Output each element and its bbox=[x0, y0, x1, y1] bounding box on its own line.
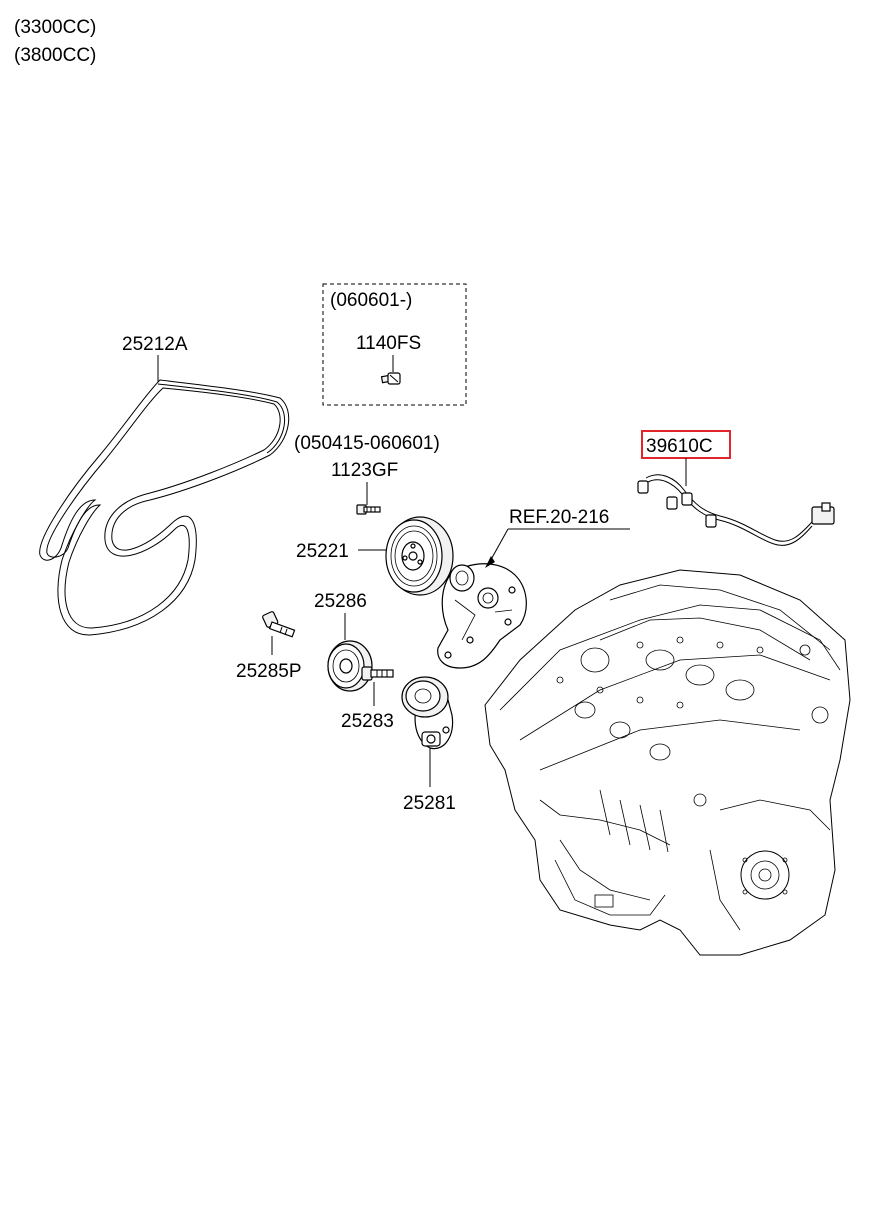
label-050415-060601: (050415-060601) bbox=[294, 433, 440, 454]
label-1123GF: 1123GF bbox=[331, 460, 398, 481]
label-060601: (060601-) bbox=[330, 290, 412, 311]
label-25286: 25286 bbox=[314, 591, 367, 612]
engine-variant-3300cc: (3300CC) bbox=[14, 17, 96, 38]
ref-arrow-icon bbox=[485, 556, 495, 568]
label-25221: 25221 bbox=[296, 541, 349, 562]
serpentine-belt[interactable] bbox=[39, 379, 290, 636]
engine-variant-3800cc: (3800CC) bbox=[14, 45, 96, 66]
idler-bolt-25285p[interactable] bbox=[262, 611, 296, 638]
label-25285P: 25285P bbox=[236, 661, 302, 682]
engine-assembly bbox=[484, 569, 851, 956]
sensor-harness[interactable] bbox=[637, 474, 835, 546]
belt-tensioner[interactable] bbox=[401, 676, 454, 750]
idler-pulley[interactable] bbox=[327, 640, 373, 692]
label-25281: 25281 bbox=[403, 793, 456, 814]
bolt-variant-box bbox=[322, 283, 467, 406]
bracket-bolt-25283[interactable] bbox=[361, 666, 394, 681]
label-ref: REF.20-216 bbox=[509, 507, 609, 528]
label-25283: 25283 bbox=[341, 711, 394, 732]
water-pump[interactable] bbox=[437, 563, 527, 669]
bolt-1140fs[interactable] bbox=[380, 372, 401, 385]
label-25212A: 25212A bbox=[122, 334, 188, 355]
label-39610C: 39610C bbox=[646, 436, 713, 457]
label-1140FS: 1140FS bbox=[356, 333, 421, 354]
bolt-1123gf[interactable] bbox=[356, 504, 381, 515]
water-pump-pulley[interactable] bbox=[385, 516, 454, 596]
